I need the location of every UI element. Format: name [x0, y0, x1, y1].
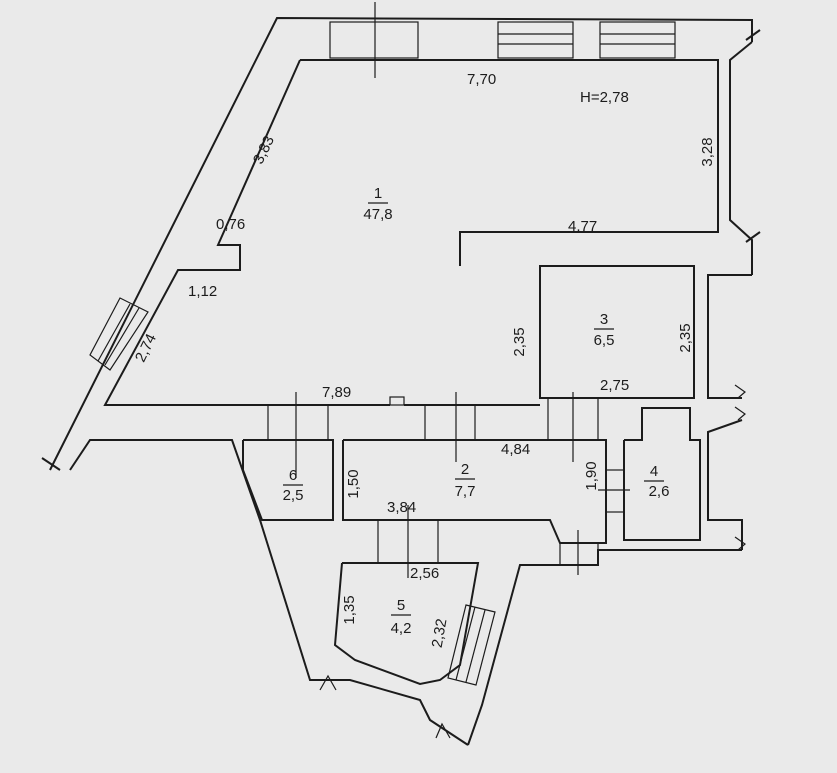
room-3-area: 6,5	[594, 332, 615, 349]
room-labels: 1 47,8 2 7,7 3 6,5 4 2,6 5 4,2 6 2,5	[283, 185, 670, 637]
room-4-area: 2,6	[649, 483, 670, 500]
dim-room3-left: 2,35	[511, 327, 528, 356]
dim-mid-ledge: 4,77	[568, 218, 597, 235]
dim-room5-outer-top: 3,84	[387, 499, 416, 516]
dim-room2-top: 4,84	[501, 441, 530, 458]
room-1-outline	[103, 59, 719, 406]
dim-top-wall: 7,70	[467, 71, 496, 88]
room-5-area: 4,2	[391, 620, 412, 637]
height-label: H=2,78	[580, 89, 629, 106]
room-1-area: 47,8	[363, 206, 392, 223]
room-6-area: 2,5	[283, 487, 304, 504]
room-4-number: 4	[650, 463, 658, 480]
room-3-outline	[539, 265, 695, 399]
dim-room1-bottom: 7,89	[322, 384, 351, 401]
room-5-number: 5	[397, 597, 405, 614]
dim-right-upper: 3,28	[699, 137, 716, 166]
dim-ledge-left: 1,12	[188, 283, 217, 300]
dim-room3-bottom: 2,75	[600, 377, 629, 394]
room-2-number: 2	[461, 461, 469, 478]
dim-room5-inner-top: 2,56	[410, 565, 439, 582]
windows	[89, 21, 676, 686]
room-6-number: 6	[289, 467, 297, 484]
break-marks	[319, 384, 746, 739]
dim-room5-right: 2,32	[429, 617, 451, 649]
room-2-area: 7,7	[455, 483, 476, 500]
room-3-number: 3	[600, 311, 608, 328]
room-4-outline	[623, 407, 701, 541]
room-5-outline	[333, 562, 480, 686]
dim-room3-right: 2,35	[677, 323, 694, 352]
dim-room2-right: 1,90	[583, 461, 600, 490]
doors	[267, 2, 630, 578]
dim-room2-left: 1,50	[345, 469, 362, 498]
room-1-number: 1	[374, 185, 382, 202]
dim-room5-left: 1,35	[341, 595, 358, 624]
outer-walls	[41, 16, 761, 746]
dim-small-ledge: 0,76	[216, 216, 245, 233]
dim-diag-upper: 3,83	[250, 133, 278, 167]
dim-diag-lower: 2,74	[132, 331, 160, 365]
